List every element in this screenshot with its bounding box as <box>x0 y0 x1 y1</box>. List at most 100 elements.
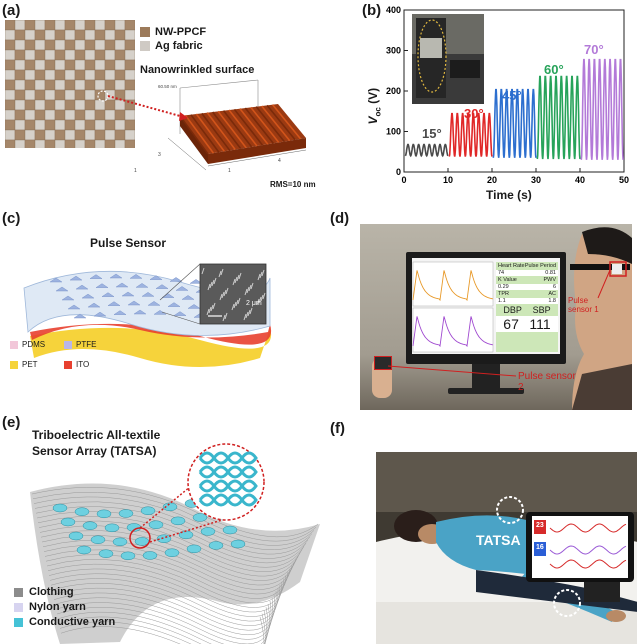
material-item: PTFE <box>64 340 96 349</box>
readout-value: 67 <box>503 316 519 332</box>
textile-array-illustration <box>30 443 320 644</box>
material-label: PTFE <box>76 340 97 349</box>
material-swatch <box>64 340 72 349</box>
readout-label: SBP <box>532 305 551 315</box>
x-axis-title: Time (s) <box>486 188 532 202</box>
legend-item: Ag fabric <box>140 40 206 52</box>
material-swatch <box>64 360 72 369</box>
y-tick-label: 100 <box>386 127 401 137</box>
readout-value: 6 <box>552 284 556 290</box>
rms-label: RMS=10 nm <box>270 180 316 189</box>
panel-a: (a) NW-PPCF Ag fabric Nanowrinkled surfa… <box>0 0 320 200</box>
yarn-legend: Clothing Nylon yarn Conductive yarn <box>14 586 115 628</box>
legend-a: NW-PPCF Ag fabric <box>140 26 206 52</box>
person-with-glasses <box>570 227 632 410</box>
readout-value: 74 <box>498 270 505 276</box>
tatsa-label: TATSA <box>476 532 521 548</box>
pulse-sensor-2-device <box>374 356 392 370</box>
angle-label-60: 60° <box>544 62 564 77</box>
readout-row: TPR AC <box>496 290 558 298</box>
material-label: PET <box>22 360 38 369</box>
pulse-sensor-2-label: Pulse sensor 2 <box>518 371 576 393</box>
material-item: PET <box>10 360 38 369</box>
afm-surface-plot: 1 3 1 4 60.50 nm <box>134 79 307 174</box>
readout-value: 0.29 <box>498 284 509 290</box>
y-tick-label: 0 <box>396 167 401 177</box>
yarn-legend-item: Nylon yarn <box>14 601 115 613</box>
legend-item: NW-PPCF <box>140 26 206 38</box>
readout-label: AC <box>548 291 556 297</box>
y-axis-subscript: oc <box>373 107 383 117</box>
readout-label: Pulse Period <box>524 263 556 269</box>
scale-bar-label: 2 μm <box>246 300 262 307</box>
monitor-stand <box>472 364 500 390</box>
pulse-sensor-title: Pulse Sensor <box>90 236 167 250</box>
x-tick-label: 30 <box>531 175 541 185</box>
x-tick-label: 50 <box>619 175 629 185</box>
y-tick-label: 200 <box>386 86 401 96</box>
x-tick-label: 40 <box>575 175 585 185</box>
series-line <box>404 143 449 158</box>
material-item: PDMS <box>10 340 45 349</box>
tatsa-title-line1: Triboelectric All-textile <box>32 428 161 442</box>
angle-label-15: 15° <box>422 126 442 141</box>
yarn-legend-item: Conductive yarn <box>14 616 115 628</box>
material-label: PDMS <box>22 340 46 349</box>
x-tick-label: 10 <box>443 175 453 185</box>
yarn-label: Nylon yarn <box>29 601 86 613</box>
svg-text:1: 1 <box>228 168 231 174</box>
panel-e: (e) Triboelectric All-textile Sensor Arr… <box>0 412 320 644</box>
angle-label-30: 30° <box>464 106 484 121</box>
waveform-display <box>412 261 494 353</box>
readout-label: Heart Rate <box>498 263 525 269</box>
material-swatch <box>10 340 18 349</box>
y-tick-label: 300 <box>386 46 401 56</box>
yarn-swatch <box>14 617 23 627</box>
yarn-swatch <box>14 587 23 597</box>
svg-text:60.50 nm: 60.50 nm <box>158 84 177 89</box>
legend-label: Ag fabric <box>155 40 203 52</box>
panel-f: (f) 23 16 TATSA <box>330 420 637 644</box>
sleeping-person-photo <box>376 452 637 644</box>
monitor-base <box>448 388 524 394</box>
svg-text:3: 3 <box>158 152 161 158</box>
readout-value: 1.8 <box>548 298 556 304</box>
woven-fabric-image <box>5 20 135 148</box>
sensor-callout-lines <box>387 269 611 377</box>
series-line <box>448 112 493 157</box>
series-line <box>580 58 624 160</box>
y-axis-title: Voc (V) <box>366 88 382 125</box>
panel-c-label: (c) <box>2 210 21 227</box>
readout-label: TPR <box>498 291 509 297</box>
y-axis-unit: (V) <box>366 87 381 104</box>
angle-label-70: 70° <box>584 42 604 57</box>
x-tick-label: 20 <box>487 175 497 185</box>
legend-swatch <box>140 41 150 51</box>
material-swatch <box>10 360 18 369</box>
panel-f-label: (f) <box>330 420 345 437</box>
readout-row: DBP SBP <box>496 304 558 316</box>
readout-label: PWV <box>543 277 556 283</box>
panel-c: (c) Pulse Sensor 2 μm PDMS PTFE PET ITO <box>0 208 320 388</box>
readout-label: DBP <box>503 305 522 315</box>
series-line <box>492 88 537 158</box>
angle-label-45: 45° <box>502 88 522 103</box>
tablet-value-2: 16 <box>536 544 544 551</box>
svg-text:4: 4 <box>278 158 281 164</box>
material-label: ITO <box>76 360 90 369</box>
yarn-legend-item: Clothing <box>14 586 115 598</box>
y-tick-label: 400 <box>386 5 401 15</box>
readout-value: 111 <box>529 316 551 332</box>
y-axis-symbol: V <box>366 116 381 125</box>
tatsa-title-line2: Sensor Array (TATSA) <box>32 444 157 458</box>
legend-label: NW-PPCF <box>155 26 207 38</box>
panel-d-label: (d) <box>330 210 350 227</box>
yarn-label: Conductive yarn <box>29 616 116 628</box>
